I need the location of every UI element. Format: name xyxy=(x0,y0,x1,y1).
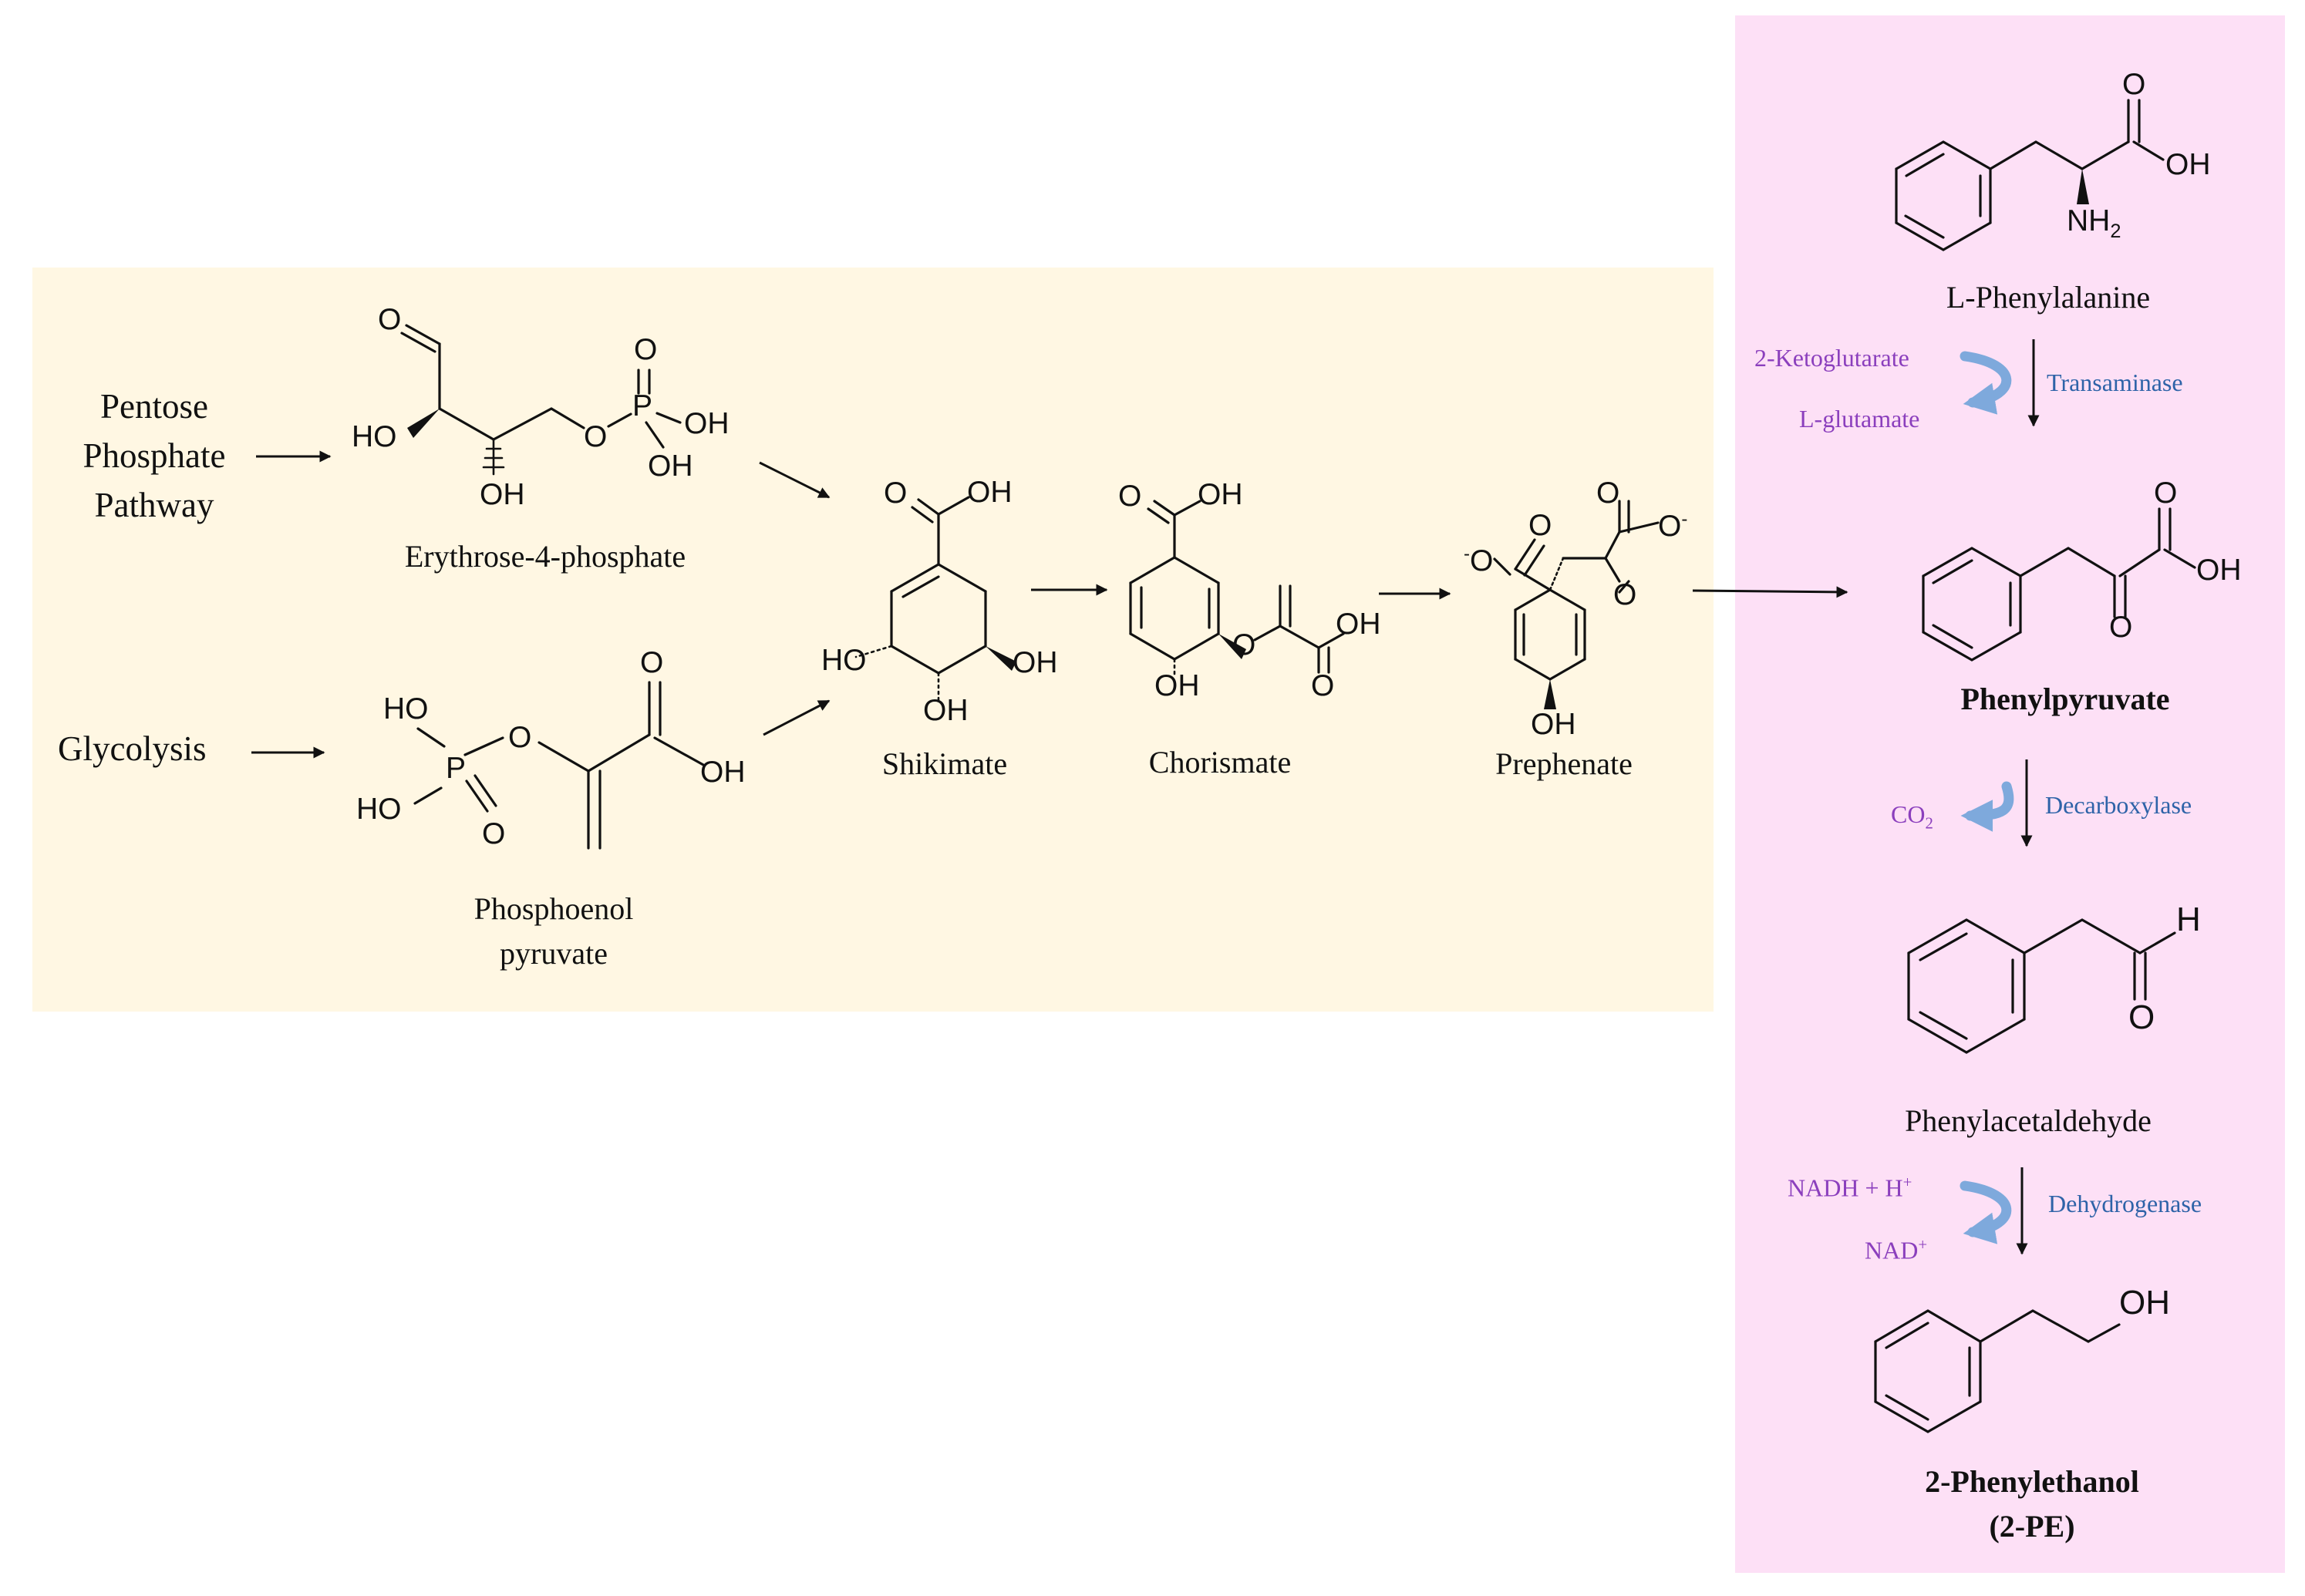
phe-carboxyl-oh: OH xyxy=(2165,148,2211,181)
charge-minus: - xyxy=(1464,544,1470,564)
prephenate-oh-bottom: OH xyxy=(1531,708,1576,741)
e4p-oh: OH xyxy=(480,478,525,511)
prephenate-carbonyl-o-left: O xyxy=(1528,509,1552,542)
curved-arrow-transamination xyxy=(1960,351,2012,415)
phe-amine: NH2 xyxy=(2067,204,2121,243)
label-l-phenylalanine: L-Phenylalanine xyxy=(1946,280,2151,315)
e4p-phosphate-o: O xyxy=(634,333,658,366)
label-phosphoenolpyruvate: Phosphoenol pyruvate xyxy=(473,891,634,971)
source-pentose-phosphate-pathway: Pentose Phosphate Pathway xyxy=(83,387,226,524)
pep-carboxyl-oh: OH xyxy=(700,756,746,789)
e4p-phosphate-oh-right: OH xyxy=(684,407,730,440)
prephenate-carboxylate-o-minus-right: O- xyxy=(1658,509,1687,544)
e4p-ester-o: O xyxy=(584,420,608,453)
shikimate-oh-right: OH xyxy=(1013,646,1058,679)
pep-carbonyl-o: O xyxy=(640,646,664,679)
chorismate-side-oh: OH xyxy=(1336,608,1381,641)
prephenate-carboxylate-o-minus-left: -O xyxy=(1464,544,1493,578)
phenylpyruvate-keto-o: O xyxy=(2109,611,2133,644)
phenylacetaldehyde-structure xyxy=(1907,918,2176,1054)
cofactor-l-glutamate: L-glutamate xyxy=(1799,405,1920,433)
phe-carbonyl-o: O xyxy=(2122,68,2146,101)
pep-ho-top: HO xyxy=(383,692,429,726)
erythrose-4-phosphate-structure xyxy=(400,324,682,476)
e4p-ho: HO xyxy=(352,420,397,453)
shikimate-oh-bottom: OH xyxy=(923,694,969,727)
phenylpyruvate-carbonyl-o: O xyxy=(2154,476,2178,510)
phenylacetaldehyde-h: H xyxy=(2176,901,2201,938)
label-phenylacetaldehyde: Phenylacetaldehyde xyxy=(1905,1103,2152,1138)
phenylalanine-wedge-bond xyxy=(2077,169,2089,204)
phenylpyruvate-structure xyxy=(1922,507,2196,662)
arrow-prephenate-to-phenylpyruvate xyxy=(1692,586,1848,598)
e4p-phosphorus: P xyxy=(632,389,653,423)
prephenate-carbonyl-o-right: O xyxy=(1596,476,1620,510)
label-shikimate: Shikimate xyxy=(881,746,1008,781)
e4p-wedge-bond xyxy=(407,409,440,438)
nadh-text: NADH + H xyxy=(1788,1173,1903,1202)
enzyme-dehydrogenase: Dehydrogenase xyxy=(2048,1190,2202,1217)
label-2-phenylethanol: 2-Phenylethanol (2-PE) xyxy=(1925,1464,2139,1544)
e4p-phosphate-oh-bottom: OH xyxy=(648,450,693,483)
label-erythrose-4-phosphate: Erythrose-4-phosphate xyxy=(404,539,686,574)
chorismate-oh-bottom: OH xyxy=(1154,669,1200,702)
e4p-aldehyde-o: O xyxy=(378,303,402,336)
phenylethanol-oh: OH xyxy=(2119,1284,2170,1322)
cofactor-co2: CO2 xyxy=(1891,800,1933,833)
arrow-pep-to-shikimate xyxy=(763,699,831,736)
prephenate-o-right-text: O xyxy=(1658,510,1682,543)
chorismate-ether-o: O xyxy=(1232,628,1256,662)
pep-phosphorus: P xyxy=(446,752,467,785)
shikimate-carboxyl-oh: OH xyxy=(967,476,1013,509)
charge-minus: - xyxy=(1681,509,1688,530)
cofactor-2-ketoglutarate: 2-Ketoglutarate xyxy=(1754,344,1909,372)
co2-subscript: 2 xyxy=(1925,814,1933,833)
co2-text: CO xyxy=(1891,800,1926,828)
phe-nh-subscript: 2 xyxy=(2110,220,2121,242)
chorismate-carbonyl-o: O xyxy=(1118,480,1142,513)
phenylpyruvate-carboxyl-oh: OH xyxy=(2196,554,2242,587)
enzyme-transaminase: Transaminase xyxy=(2047,369,2183,396)
pep-structure xyxy=(413,681,705,850)
prephenate-structure xyxy=(1493,500,1660,681)
pep-ho-bottom: HO xyxy=(356,793,402,826)
prephenate-o-left-text: O xyxy=(1470,544,1494,577)
label-phenylpyruvate: Phenylpyruvate xyxy=(1960,682,2170,716)
curved-arrow-dehydrogenation xyxy=(1960,1180,2012,1244)
prephenate-wedge-bond xyxy=(1544,679,1556,709)
nad-superscript: + xyxy=(1918,1236,1928,1254)
shikimate-structure xyxy=(854,496,987,705)
shikimate-ho-left: HO xyxy=(821,644,867,677)
source-glycolysis: Glycolysis xyxy=(58,729,207,768)
nad-text: NAD xyxy=(1865,1236,1919,1264)
curved-arrow-decarboxylation xyxy=(1960,781,2014,832)
shikimate-wedge-bond xyxy=(986,646,1016,671)
chorismate-wedge-bond xyxy=(1218,634,1246,659)
shikimate-pathway-panel xyxy=(32,268,1714,1012)
cofactor-nadh: NADH + H+ xyxy=(1788,1173,1912,1203)
chorismate-side-o: O xyxy=(1311,669,1335,702)
phenylethanol-structure xyxy=(1874,1309,2121,1433)
label-chorismate: Chorismate xyxy=(1148,745,1292,779)
cofactor-nad: NAD+ xyxy=(1865,1236,1927,1265)
arrow-e4p-to-shikimate xyxy=(759,461,831,499)
phenylalanine-structure xyxy=(1895,99,2165,251)
pep-phosphate-o: O xyxy=(482,817,506,850)
phenylacetaldehyde-o: O xyxy=(2128,998,2155,1036)
chorismate-carboxyl-oh: OH xyxy=(1198,478,1243,511)
shikimate-carbonyl-o: O xyxy=(884,476,908,510)
enzyme-decarboxylase: Decarboxylase xyxy=(2045,791,2192,819)
pep-ester-o: O xyxy=(508,721,532,754)
label-prephenate: Prephenate xyxy=(1495,746,1633,781)
prephenate-keto-o: O xyxy=(1613,578,1637,611)
phe-nh-text: NH xyxy=(2067,204,2111,237)
nadh-superscript: + xyxy=(1902,1173,1912,1191)
chorismate-structure xyxy=(1129,500,1345,678)
